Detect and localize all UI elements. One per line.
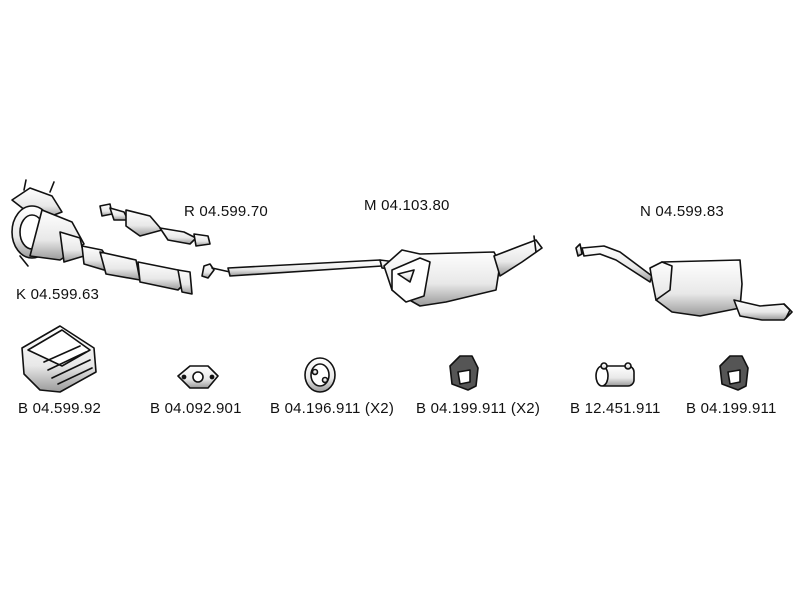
fitting-label-2: B 04.092.901: [150, 400, 242, 417]
fitting-label-3: B 04.196.911 (X2): [270, 400, 395, 417]
fitting-clamp[interactable]: [595, 362, 635, 387]
part-m-middle-silencer[interactable]: [201, 235, 543, 307]
part-n-rear-silencer[interactable]: [575, 243, 793, 321]
part-label-k: K 04.599.63: [16, 286, 100, 303]
fitting-label-4: B 04.199.911 (X2): [416, 400, 541, 417]
part-label-n: N 04.599.83: [640, 203, 724, 220]
part-label-r: R 04.599.70: [184, 203, 268, 220]
part-label-m: M 04.103.80: [364, 197, 450, 214]
fitting-mounting-kit[interactable]: [21, 325, 97, 393]
fitting-rubber-hanger-3[interactable]: [719, 355, 749, 391]
fitting-rubber-hanger-2[interactable]: [449, 355, 479, 391]
fitting-label-5: B 12.451.911: [570, 400, 661, 417]
fitting-rubber-hanger-1[interactable]: [304, 357, 336, 393]
fitting-label-6: B 04.199.911: [686, 400, 777, 417]
fitting-gasket[interactable]: [177, 365, 219, 389]
part-k-catalytic-converter[interactable]: [11, 179, 193, 295]
part-r-front-pipe[interactable]: [99, 203, 211, 247]
fitting-label-1: B 04.599.92: [18, 400, 102, 417]
